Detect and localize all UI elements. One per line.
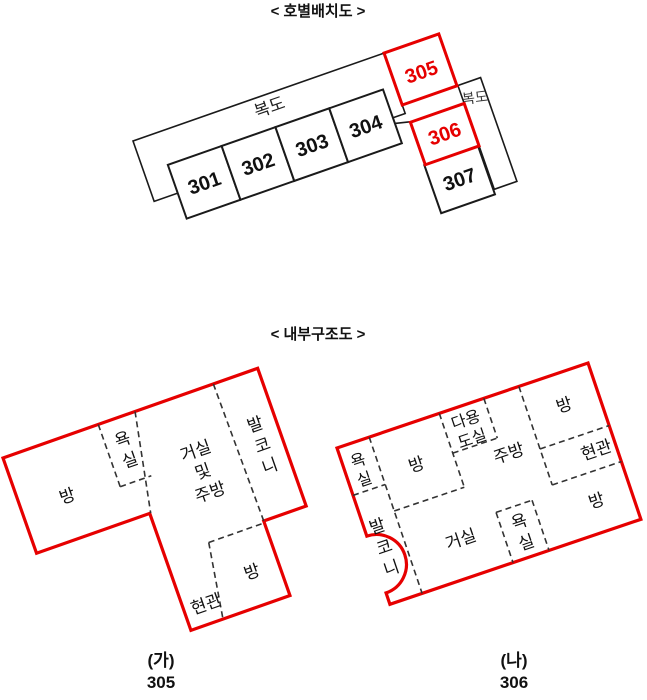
partition-bath-left — [97, 424, 121, 487]
plan-306-number: 306 — [500, 673, 528, 692]
partition-entrance-right — [207, 542, 224, 620]
plan-305: 방 욕 실 거실 및 주방 발 코 니 방 현관 — [0, 366, 309, 633]
label-balcony-line2: 코 — [252, 434, 273, 457]
label-room-top-right: 방 — [554, 394, 575, 417]
label-balcony-line1: 발 — [367, 515, 388, 538]
partition-bathbottom-left — [495, 512, 514, 563]
label-bath-line1: 욕 — [112, 428, 133, 451]
plan-306-outline — [334, 361, 643, 607]
label-balcony-line3: 니 — [259, 455, 280, 478]
partition-left-column — [368, 436, 423, 594]
label-room-bottom-right: 방 — [586, 489, 607, 512]
label-balcony-line1: 발 — [245, 413, 266, 436]
partition-bathtop-bottom — [352, 483, 386, 497]
label-balcony-line2: 코 — [374, 536, 395, 559]
plan-305-number: 305 — [147, 673, 175, 692]
partition-utility-right — [483, 398, 499, 439]
label-bathbottom-line1: 욕 — [509, 510, 530, 533]
room-305-box — [382, 32, 459, 107]
partition-bath-right — [134, 411, 152, 514]
partition-bath-bottom — [119, 474, 152, 488]
label-bathtop-line1: 욕 — [348, 450, 368, 472]
plan-305-outline — [0, 366, 309, 633]
internal-structure-title: < 내부구조도 > — [271, 326, 366, 343]
partition-bathbottom-right — [531, 499, 550, 551]
side-corridor-label: 복도 — [461, 88, 489, 107]
unit-layout-title: < 호별배치도 > — [271, 2, 366, 20]
partition-roomleft-bottom — [393, 486, 465, 512]
partition-right-column — [518, 386, 553, 486]
plan-306-partitions — [352, 386, 622, 594]
partition-roomleft-right — [438, 413, 466, 488]
partition-entrance-bottom — [551, 460, 622, 486]
label-living-line2: 및 — [192, 460, 213, 483]
room-304-box — [327, 88, 404, 164]
label-room-left: 방 — [406, 453, 427, 476]
label-bathtop-line2: 실 — [355, 469, 375, 491]
label-bath-line2: 실 — [119, 449, 140, 472]
partition-utility-bottom — [452, 437, 498, 454]
partition-bathbottom-top — [495, 499, 533, 514]
label-room-small: 방 — [242, 561, 263, 584]
plan-305-partitions — [97, 383, 265, 620]
plan-305-caption: (가) — [148, 651, 175, 670]
plan-306: 욕 실 방 다용 도실 주방 방 현관 방 욕 실 거실 발 코 니 — [334, 361, 643, 607]
partition-balcony — [212, 383, 265, 522]
unit-layout-diagram: 복도 복도 301 302 303 304 305 306 307 — [131, 32, 518, 220]
label-room-left: 방 — [57, 485, 78, 508]
label-balcony-line3: 니 — [381, 557, 402, 580]
plan-306-caption: (나) — [501, 651, 528, 670]
room-306-box — [408, 101, 481, 167]
partition-entrance-top — [539, 424, 610, 450]
label-bathbottom-line2: 실 — [516, 531, 537, 554]
